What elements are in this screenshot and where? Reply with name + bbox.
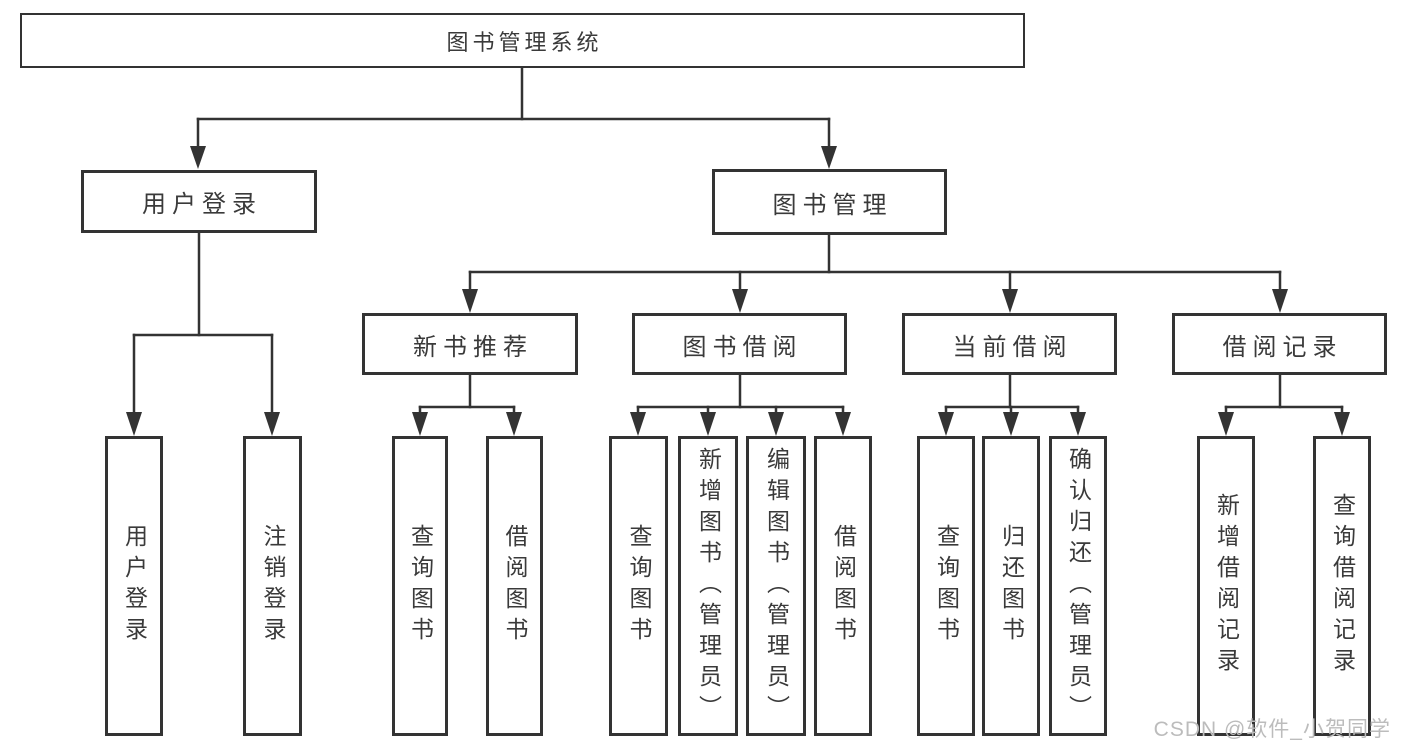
node-new-book: 新书推荐 <box>362 313 578 375</box>
node-leaf-current-return: 归还图书 <box>982 436 1040 736</box>
node-leaf-records-add: 新增借阅记录 <box>1197 436 1255 736</box>
node-leaf-current-return-label: 归还图书 <box>998 524 1025 648</box>
node-book-mgmt-label: 图书管理 <box>772 191 893 219</box>
connector-book-borrow <box>630 373 851 436</box>
node-leaf-current-confirm: 确认归还（管理员） <box>1049 436 1107 736</box>
node-new-book-label: 新书推荐 <box>413 333 533 361</box>
node-leaf-newbook-query: 查询图书 <box>392 436 448 736</box>
csdn-watermark: CSDN @软件_小贺同学 <box>1153 718 1391 741</box>
node-leaf-current-query-label: 查询图书 <box>933 524 960 648</box>
node-current-borrow: 当前借阅 <box>902 313 1117 375</box>
node-book-mgmt: 图书管理 <box>712 169 947 235</box>
connector-root <box>190 66 837 169</box>
node-leaf-records-query-label: 查询借阅记录 <box>1329 493 1356 679</box>
node-borrow-records-label: 借阅记录 <box>1222 333 1343 361</box>
connector-user-login <box>126 231 280 436</box>
node-user-login-label: 用户登录 <box>142 191 262 218</box>
node-leaf-borrow-edit-label: 编辑图书（管理员） <box>763 446 790 726</box>
node-book-borrow-label: 图书借阅 <box>682 333 803 361</box>
connector-book-mgmt <box>462 233 1288 313</box>
node-user-login: 用户登录 <box>81 170 317 233</box>
node-leaf-borrow-edit: 编辑图书（管理员） <box>746 436 806 736</box>
connector-current-borrow <box>938 373 1086 436</box>
node-leaf-records-add-label: 新增借阅记录 <box>1213 493 1240 679</box>
node-leaf-borrow-borrow-label: 借阅图书 <box>830 524 857 648</box>
node-book-borrow: 图书借阅 <box>632 313 847 375</box>
connector-borrow-records <box>1218 373 1350 436</box>
node-leaf-newbook-query-label: 查询图书 <box>407 524 434 648</box>
node-leaf-borrow-borrow: 借阅图书 <box>814 436 872 736</box>
node-leaf-borrow-query: 查询图书 <box>609 436 668 736</box>
node-leaf-borrow-add: 新增图书（管理员） <box>678 436 738 736</box>
node-root: 图书管理系统 <box>20 13 1025 68</box>
node-leaf-current-query: 查询图书 <box>917 436 975 736</box>
node-leaf-logout-label: 注销登录 <box>260 524 286 648</box>
node-root-label: 图书管理系统 <box>446 29 603 55</box>
node-leaf-newbook-borrow-label: 借阅图书 <box>502 524 528 648</box>
node-leaf-current-confirm-label: 确认归还（管理员） <box>1065 446 1092 726</box>
connector-new-book <box>412 373 522 436</box>
node-leaf-user-login: 用户登录 <box>105 436 163 736</box>
node-leaf-borrow-query-label: 查询图书 <box>626 524 652 648</box>
node-leaf-user-login-label: 用户登录 <box>121 524 148 648</box>
node-borrow-records: 借阅记录 <box>1172 313 1387 375</box>
node-leaf-records-query: 查询借阅记录 <box>1313 436 1371 736</box>
node-leaf-borrow-add-label: 新增图书（管理员） <box>695 446 722 726</box>
node-leaf-newbook-borrow: 借阅图书 <box>486 436 543 736</box>
node-current-borrow-label: 当前借阅 <box>952 333 1073 361</box>
node-leaf-logout: 注销登录 <box>243 436 302 736</box>
